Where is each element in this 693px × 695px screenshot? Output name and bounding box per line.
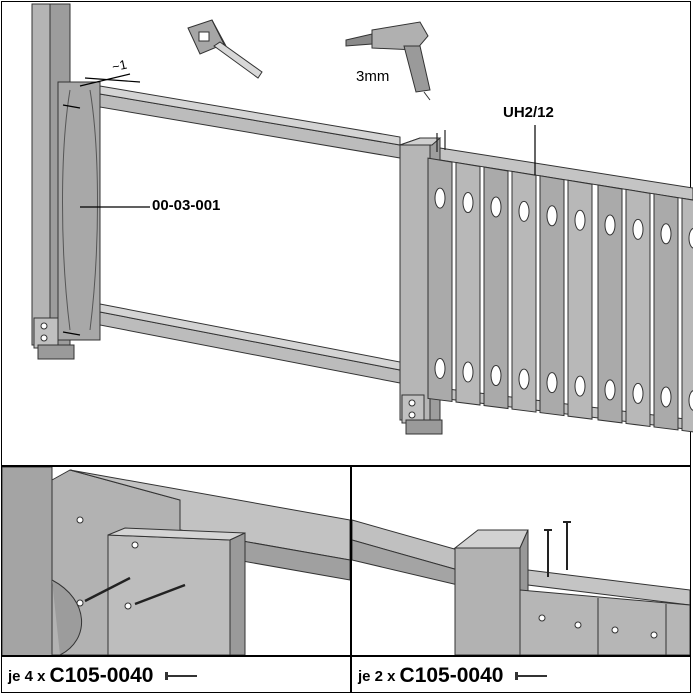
- board-cutout: [604, 214, 616, 236]
- fence-board: [625, 188, 651, 428]
- drill-size-label: 3mm: [356, 68, 390, 85]
- fence-section-top-rail: [439, 147, 693, 201]
- board-cutout: [574, 375, 586, 397]
- fence-board: [455, 161, 481, 406]
- board-cutout: [574, 209, 586, 231]
- part-label-right: UH2/12: [503, 104, 554, 121]
- left-post: [31, 3, 51, 346]
- board-cutout: [546, 205, 558, 227]
- caption-divider: [1, 655, 691, 657]
- fence-board: [427, 157, 453, 403]
- board-cutout: [490, 365, 502, 387]
- top-rail: [87, 91, 401, 159]
- drill-icon: [345, 21, 431, 101]
- fence-board: [511, 170, 537, 413]
- board-cutout: [434, 357, 446, 379]
- board-cutout: [518, 368, 530, 390]
- right-post-bracket: [401, 394, 425, 424]
- right-post: [399, 137, 431, 421]
- board-cutout: [632, 382, 644, 404]
- divider-vertical: [350, 465, 352, 693]
- fence-board: [539, 175, 565, 417]
- fence-board: [597, 184, 623, 424]
- caption-right-prefix: je 2 x: [358, 667, 396, 685]
- fence-board: [653, 193, 679, 431]
- fence-board: [681, 197, 693, 433]
- divider-horizontal: [1, 465, 691, 467]
- left-post-bracket: [33, 317, 59, 349]
- board-cutout: [604, 379, 616, 401]
- screw-icon: [515, 672, 548, 680]
- board-cutout: [660, 386, 672, 408]
- board-cutout: [462, 192, 474, 214]
- caption-right-part: C105-0040: [399, 664, 504, 687]
- board-cutout: [546, 372, 558, 394]
- end-board: [57, 81, 101, 341]
- fence-board: [483, 166, 509, 410]
- board-cutout: [490, 196, 502, 218]
- screw-icon: [165, 672, 198, 680]
- board-cutout: [462, 361, 474, 383]
- caption-left-part: C105-0040: [49, 664, 154, 687]
- board-cutout: [688, 227, 693, 249]
- caption-left: je 4 x C105-0040: [8, 662, 199, 690]
- caption-right: je 2 x C105-0040: [358, 662, 549, 690]
- board-cutout: [632, 218, 644, 240]
- caption-left-prefix: je 4 x: [8, 667, 46, 685]
- fence-board: [567, 179, 593, 420]
- dimension-mark: ~1: [110, 56, 129, 75]
- board-cutout: [688, 390, 693, 411]
- bottom-rail: [99, 311, 401, 384]
- tape-measure-icon: [187, 19, 263, 79]
- main-assembly-view: [31, 3, 693, 435]
- board-cutout: [434, 187, 446, 209]
- board-cutout: [518, 200, 530, 222]
- board-cutout: [660, 223, 672, 245]
- part-label-left: 00-03-001: [152, 197, 221, 214]
